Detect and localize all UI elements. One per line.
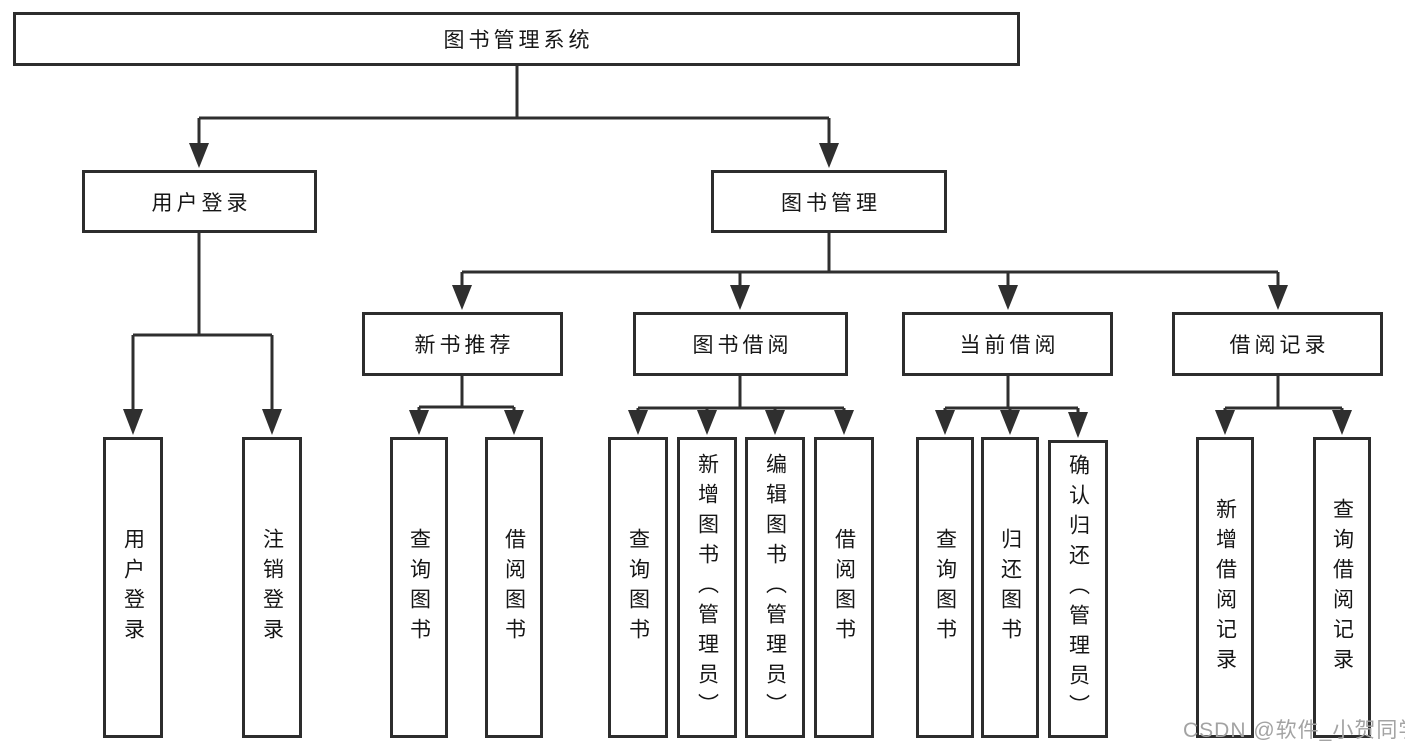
leaf-query-borrow-record: 查询借阅记录 xyxy=(1313,437,1371,738)
leaf-query-books-borrowing: 查询图书 xyxy=(608,437,668,738)
leaf-user-login: 用户登录 xyxy=(103,437,163,738)
node-new-book-recommend-label: 新书推荐 xyxy=(414,334,515,357)
connector-records-to-leaves xyxy=(1215,376,1352,435)
node-root-system: 图书管理系统 xyxy=(13,12,1020,66)
leaf-borrow-books-borrowing-label: 借阅图书 xyxy=(832,527,856,648)
leaf-edit-books-admin-label: 编辑图书（管理员） xyxy=(763,452,787,723)
node-user-login-label: 用户登录 xyxy=(151,191,252,215)
connector-userlogin-to-leaves xyxy=(123,233,282,435)
node-borrowing-records: 借阅记录 xyxy=(1172,312,1383,376)
node-book-borrowing: 图书借阅 xyxy=(633,312,848,376)
leaf-user-login-label: 用户登录 xyxy=(121,527,145,648)
node-new-book-recommend: 新书推荐 xyxy=(362,312,563,376)
leaf-add-borrow-record-label: 新增借阅记录 xyxy=(1213,497,1237,678)
connector-borrow-to-leaves xyxy=(628,376,854,435)
csdn-watermark: CSDN @软件_小贺同学 xyxy=(1183,719,1405,742)
node-root-system-label: 图书管理系统 xyxy=(443,29,594,52)
node-book-management-label: 图书管理 xyxy=(781,191,881,215)
leaf-add-borrow-record: 新增借阅记录 xyxy=(1196,437,1254,738)
leaf-query-books-current: 查询图书 xyxy=(916,437,974,738)
node-book-borrowing-label: 图书借阅 xyxy=(692,334,793,357)
leaf-query-books-current-label: 查询图书 xyxy=(933,527,957,648)
connector-root-to-level2 xyxy=(189,66,839,168)
leaf-query-books-recommend: 查询图书 xyxy=(390,437,448,738)
leaf-confirm-return-admin-label: 确认归还（管理员） xyxy=(1066,454,1090,724)
leaf-return-books: 归还图书 xyxy=(981,437,1039,738)
leaf-add-books-admin-label: 新增图书（管理员） xyxy=(695,452,719,723)
leaf-add-books-admin: 新增图书（管理员） xyxy=(677,437,737,738)
leaf-borrow-books-recommend-label: 借阅图书 xyxy=(502,527,526,648)
leaf-query-books-borrowing-label: 查询图书 xyxy=(626,527,650,648)
node-book-management: 图书管理 xyxy=(711,170,947,233)
leaf-return-books-label: 归还图书 xyxy=(998,527,1022,648)
connector-bookmgmt-to-level3 xyxy=(452,233,1288,310)
leaf-borrow-books-borrowing: 借阅图书 xyxy=(814,437,874,738)
node-user-login: 用户登录 xyxy=(82,170,317,233)
leaf-query-books-recommend-label: 查询图书 xyxy=(407,527,431,648)
leaf-query-borrow-record-label: 查询借阅记录 xyxy=(1330,497,1354,678)
node-current-borrowing-label: 当前借阅 xyxy=(959,334,1060,357)
node-borrowing-records-label: 借阅记录 xyxy=(1229,334,1330,357)
leaf-logout: 注销登录 xyxy=(242,437,302,738)
leaf-confirm-return-admin: 确认归还（管理员） xyxy=(1048,440,1108,738)
connector-newbook-to-leaves xyxy=(409,376,524,435)
leaf-logout-label: 注销登录 xyxy=(260,527,284,648)
leaf-edit-books-admin: 编辑图书（管理员） xyxy=(745,437,805,738)
leaf-borrow-books-recommend: 借阅图书 xyxy=(485,437,543,738)
node-current-borrowing: 当前借阅 xyxy=(902,312,1113,376)
connector-current-to-leaves xyxy=(935,376,1088,438)
